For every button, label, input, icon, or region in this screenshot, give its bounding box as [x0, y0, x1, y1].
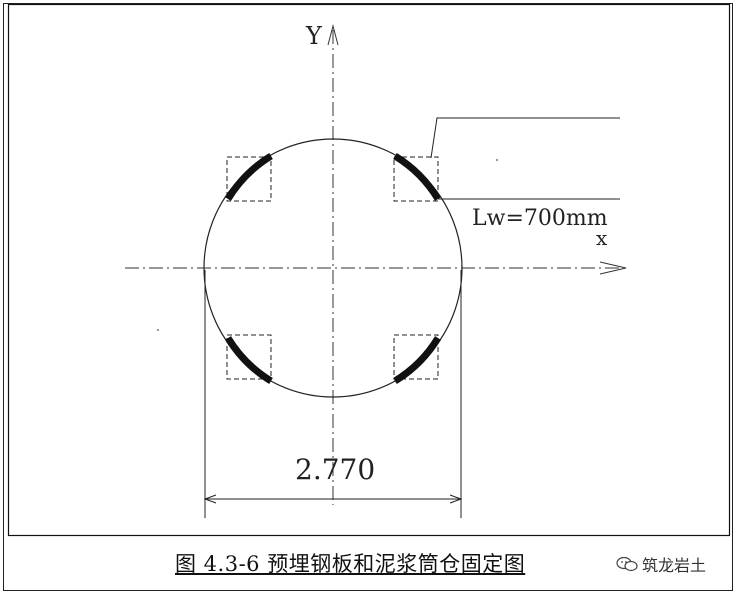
- dimension-arrow-right: [449, 494, 463, 504]
- silo-circle: [203, 138, 463, 398]
- embedded-plate-bottom-left: [226, 334, 272, 380]
- y-axis-label: Y: [305, 22, 323, 50]
- x-axis-arrow: [599, 261, 627, 275]
- figure-caption: 图 4.3-6 预埋钢板和泥浆筒仓固定图: [175, 552, 526, 576]
- dimension-label: 2.770: [295, 453, 375, 486]
- dimension-arrow-left: [203, 494, 217, 504]
- weld-bottom-left: [225, 336, 273, 384]
- wechat-icon: [616, 556, 638, 572]
- weld-top-left: [225, 153, 273, 201]
- watermark: 筑龙岩土: [616, 552, 706, 576]
- x-axis-label: x: [596, 226, 608, 250]
- embedded-plate-bottom-right: [393, 334, 439, 380]
- y-axis-arrow: [327, 24, 339, 46]
- embedded-plate-top-left: [226, 156, 272, 202]
- drawing-border: [7, 3, 731, 537]
- embedded-plate-top-right: [393, 156, 439, 202]
- outer-border: [3, 3, 733, 591]
- leader-line-upper: [430, 117, 620, 159]
- plate-length-label: Lw=700mm: [472, 206, 608, 231]
- weld-top-right: [393, 153, 441, 201]
- speck: [157, 329, 159, 331]
- speck: [496, 159, 498, 161]
- watermark-text: 筑龙岩土: [642, 556, 707, 575]
- weld-bottom-right: [393, 336, 441, 384]
